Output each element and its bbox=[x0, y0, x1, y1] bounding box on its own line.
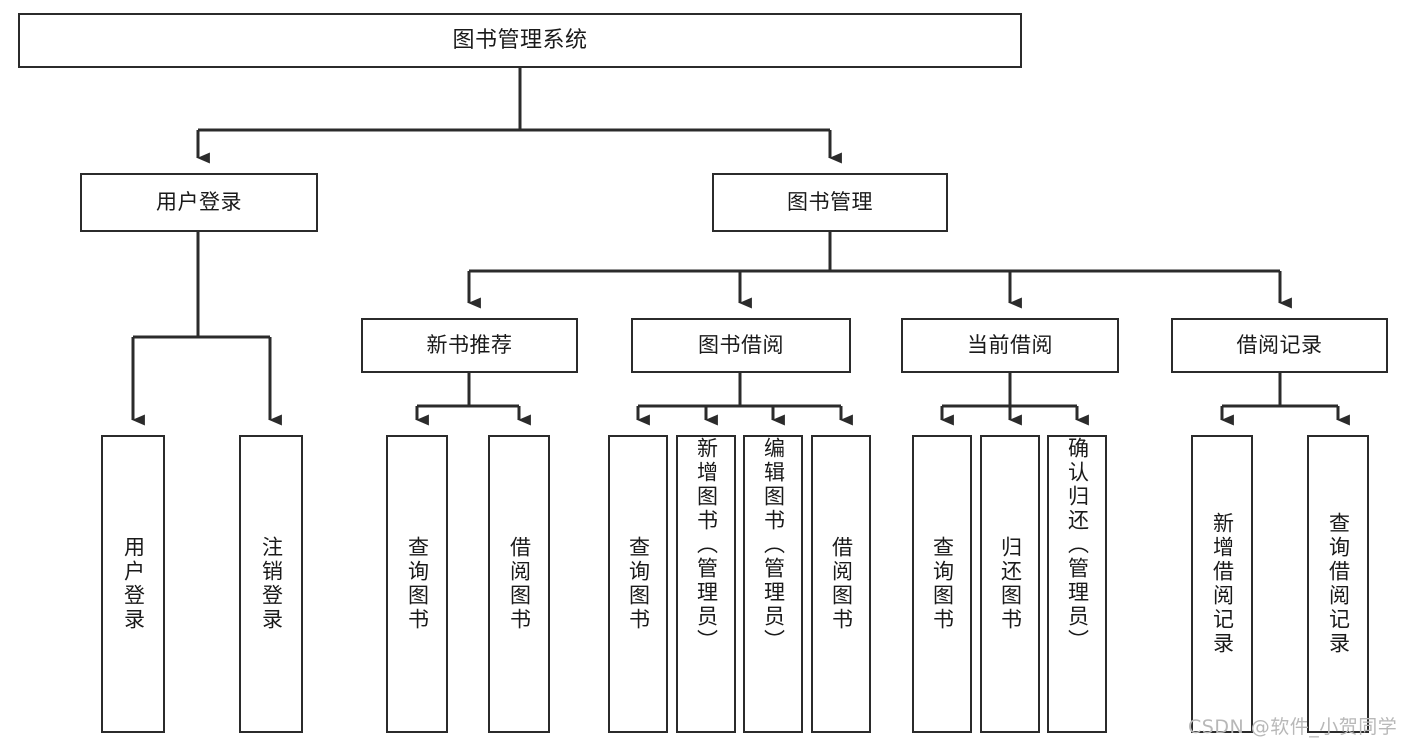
node-leaf-query-book-1[interactable]: 查询图书 bbox=[386, 435, 448, 733]
node-label: 确认归还（管理员） bbox=[1065, 437, 1090, 653]
node-book-borrow[interactable]: 图书借阅 bbox=[631, 318, 851, 373]
node-leaf-query-book-2[interactable]: 查询图书 bbox=[608, 435, 668, 733]
node-leaf-query-book-3[interactable]: 查询图书 bbox=[912, 435, 972, 733]
node-leaf-confirm-return[interactable]: 确认归还（管理员） bbox=[1047, 435, 1107, 733]
node-leaf-add-record[interactable]: 新增借阅记录 bbox=[1191, 435, 1253, 733]
node-current-borrow[interactable]: 当前借阅 bbox=[901, 318, 1119, 373]
node-leaf-logout-login[interactable]: 注销登录 bbox=[239, 435, 303, 733]
node-label: 查询借阅记录 bbox=[1326, 512, 1351, 656]
watermark-text: CSDN @软件_小贺同学 bbox=[1188, 716, 1398, 738]
node-label: 查询图书 bbox=[405, 536, 430, 632]
node-label: 归还图书 bbox=[998, 536, 1023, 632]
node-label: 图书借阅 bbox=[698, 333, 784, 358]
node-leaf-query-record[interactable]: 查询借阅记录 bbox=[1307, 435, 1369, 733]
node-label: 借阅图书 bbox=[507, 536, 532, 632]
node-label: 图书管理系统 bbox=[452, 27, 588, 53]
node-label: 用户登录 bbox=[121, 536, 146, 632]
node-label: 用户登录 bbox=[156, 190, 242, 215]
node-label: 借阅图书 bbox=[829, 536, 854, 632]
node-new-book-rec[interactable]: 新书推荐 bbox=[361, 318, 578, 373]
node-label: 新增图书（管理员） bbox=[694, 437, 719, 653]
node-label: 新书推荐 bbox=[426, 333, 513, 358]
node-root-system[interactable]: 图书管理系统 bbox=[18, 13, 1022, 68]
node-leaf-user-login[interactable]: 用户登录 bbox=[101, 435, 165, 733]
node-label: 查询图书 bbox=[930, 536, 955, 632]
node-leaf-borrow-book-2[interactable]: 借阅图书 bbox=[811, 435, 871, 733]
node-label: 图书管理 bbox=[787, 190, 873, 215]
node-user-login[interactable]: 用户登录 bbox=[80, 173, 318, 232]
node-borrow-record[interactable]: 借阅记录 bbox=[1171, 318, 1388, 373]
node-leaf-edit-book[interactable]: 编辑图书（管理员） bbox=[743, 435, 803, 733]
node-leaf-add-book[interactable]: 新增图书（管理员） bbox=[676, 435, 736, 733]
node-label: 借阅记录 bbox=[1236, 333, 1323, 358]
node-book-manage[interactable]: 图书管理 bbox=[712, 173, 948, 232]
node-label: 查询图书 bbox=[626, 536, 651, 632]
node-label: 注销登录 bbox=[259, 536, 284, 632]
node-label: 新增借阅记录 bbox=[1210, 512, 1235, 656]
node-leaf-borrow-book-1[interactable]: 借阅图书 bbox=[488, 435, 550, 733]
node-label: 编辑图书（管理员） bbox=[761, 437, 786, 653]
node-label: 当前借阅 bbox=[967, 333, 1053, 358]
node-leaf-return-book[interactable]: 归还图书 bbox=[980, 435, 1040, 733]
